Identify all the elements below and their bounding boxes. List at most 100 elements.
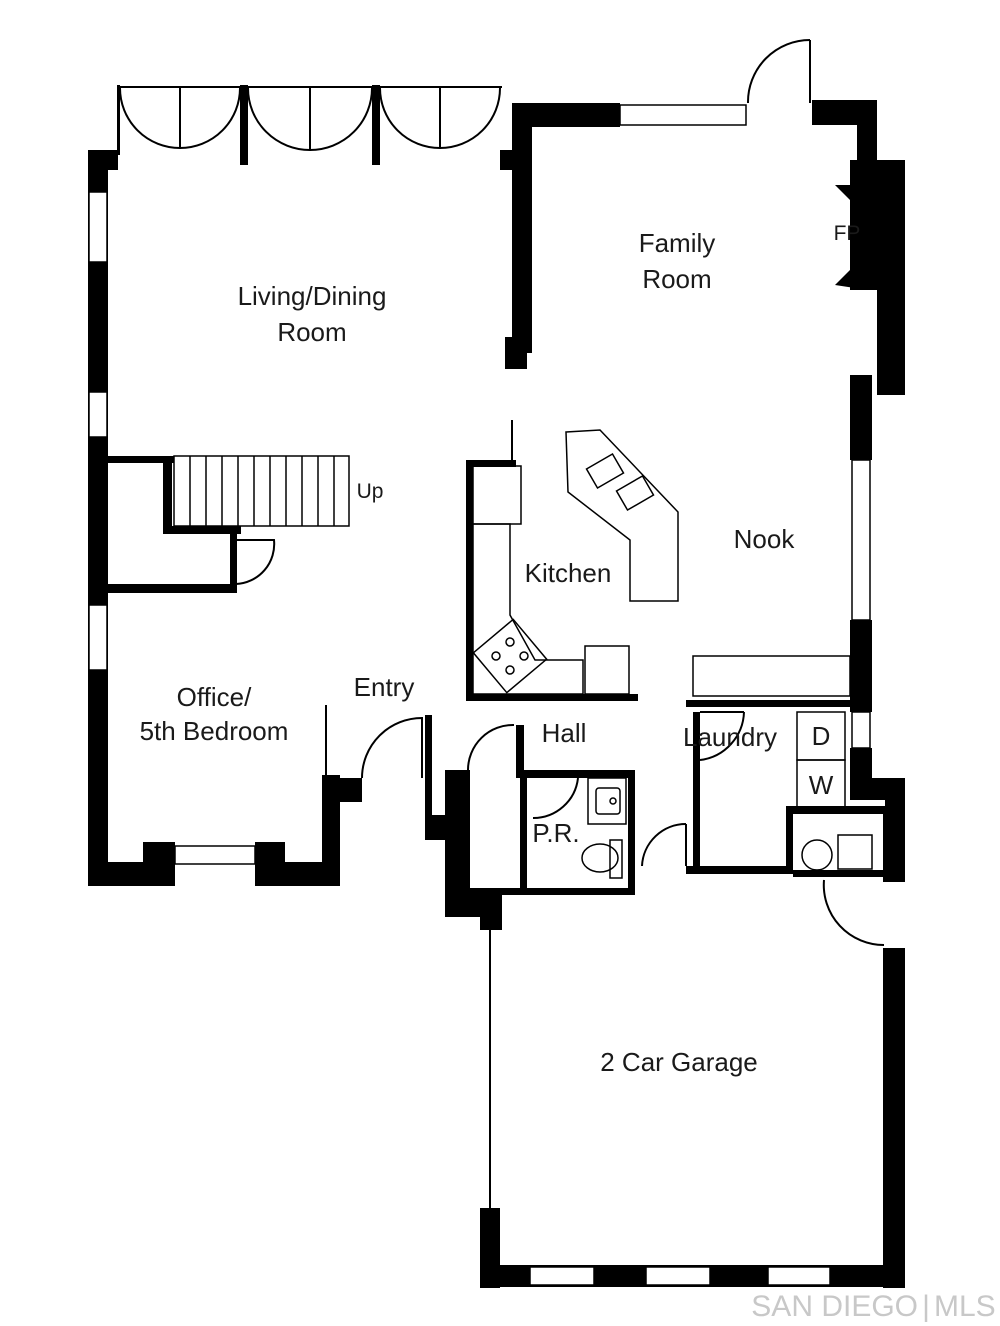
label-kitchen: Kitchen xyxy=(525,558,612,588)
window-garage-south-3 xyxy=(767,1266,831,1286)
watermark-right: MLS xyxy=(934,1290,996,1323)
fireplace-box xyxy=(835,185,868,290)
label-powder-room: P.R. xyxy=(532,818,579,848)
wall-hall-left xyxy=(445,770,470,915)
appliance-washer xyxy=(796,759,846,809)
door-arc-pr xyxy=(532,777,579,820)
nook-counter xyxy=(692,655,851,697)
door-arc-2b xyxy=(309,87,373,151)
room-labels: Living/Dining Room Family Room FP Up Noo… xyxy=(140,222,861,1077)
wall-stair-inner xyxy=(163,456,172,530)
wall-laundry-north xyxy=(686,700,850,707)
kitchen-cabinet-south xyxy=(584,645,630,695)
wall-family-east-mid xyxy=(877,290,905,395)
door-arc-3b xyxy=(439,87,501,149)
door-arc-laundry-north xyxy=(699,711,745,761)
watermark-left: SAN DIEGO xyxy=(751,1290,918,1323)
garage-walls xyxy=(480,808,905,1288)
wall-hall-inner xyxy=(516,725,524,775)
wall-closet-south xyxy=(108,584,232,593)
center-fixtures xyxy=(581,711,873,879)
wall-northwest-corner xyxy=(88,150,118,170)
label-nook: Nook xyxy=(734,524,796,554)
wall-pr-south xyxy=(468,888,633,895)
kitchen-range xyxy=(472,618,548,694)
watermark: SAN DIEGO | MLS xyxy=(751,1290,995,1323)
wall-garage-east xyxy=(883,948,905,1288)
wall-east-upper-garage xyxy=(883,808,905,882)
window-west-1 xyxy=(88,191,108,263)
wall-entry-west xyxy=(425,715,432,820)
wall-laundry-mid-drop xyxy=(786,806,793,874)
kitchen-island xyxy=(565,429,679,602)
window-garage-south-1 xyxy=(529,1266,595,1286)
label-garage: 2 Car Garage xyxy=(600,1047,758,1077)
water-heater xyxy=(801,839,833,871)
label-family-1: Family xyxy=(639,228,716,258)
pr-faucet xyxy=(609,797,617,805)
wall-nook-east xyxy=(850,375,872,460)
label-office-2: 5th Bedroom xyxy=(140,716,289,746)
door-arc-1a xyxy=(119,87,181,150)
label-washer: W xyxy=(809,770,834,800)
wall-stair-landing xyxy=(163,526,241,534)
wall-hall-pillar xyxy=(480,895,502,930)
label-dryer: D xyxy=(812,721,831,751)
label-fireplace: FP xyxy=(834,222,861,245)
wall-north-mullion-2 xyxy=(372,85,380,165)
left-block-walls xyxy=(88,85,530,886)
label-laundry: Laundry xyxy=(683,722,777,752)
door-arc-2a xyxy=(247,87,311,152)
pr-toilet-tank xyxy=(609,839,623,879)
wall-kitchen-south xyxy=(466,694,638,701)
wall-laundry-south xyxy=(686,866,791,874)
label-entry: Entry xyxy=(354,672,415,702)
furnace xyxy=(837,834,873,870)
kitchen-counter-l xyxy=(472,523,584,695)
door-arc-1b xyxy=(179,87,241,149)
window-nook-east xyxy=(851,459,871,621)
door-arc-garage xyxy=(822,879,885,947)
label-living-dining-2: Room xyxy=(277,317,346,347)
burner xyxy=(505,637,515,647)
door-arc-family xyxy=(746,39,811,104)
door-arc-hall xyxy=(467,723,515,771)
burner xyxy=(491,651,501,661)
window-laundry-east xyxy=(851,711,871,749)
door-arc-3a xyxy=(379,87,441,150)
wall-utility-south xyxy=(793,870,885,877)
pr-sink-basin xyxy=(595,787,621,815)
door-arc-laundry xyxy=(641,822,687,867)
label-hall: Hall xyxy=(542,718,587,748)
window-garage-south-2 xyxy=(645,1266,711,1286)
wall-entry-stub xyxy=(330,778,362,802)
label-stairs-up: Up xyxy=(357,480,384,503)
wall-office-south-jog-left xyxy=(143,842,175,886)
wall-office-south-right xyxy=(263,862,325,886)
wall-family-east-upper xyxy=(857,100,877,170)
burner xyxy=(505,665,515,675)
wall-pr-west xyxy=(520,770,527,895)
wall-closet-return xyxy=(230,530,237,593)
door-arc-entry xyxy=(361,716,423,779)
wall-pr-north xyxy=(516,770,633,778)
watermark-separator: | xyxy=(922,1290,930,1323)
label-office-1: Office/ xyxy=(177,682,252,712)
french-doors-north xyxy=(118,86,502,152)
island-sink-2 xyxy=(615,474,655,512)
right-block-walls xyxy=(466,39,905,882)
wall-north-mullion-1 xyxy=(240,85,248,165)
pr-toilet-bowl xyxy=(581,843,619,873)
wall-north-living-stub xyxy=(117,85,120,155)
wall-kitchen-north xyxy=(466,460,516,467)
window-family-north xyxy=(619,104,747,126)
wall-family-west xyxy=(512,103,532,353)
wall-kitchen-west xyxy=(466,460,473,700)
label-living-dining-1: Living/Dining xyxy=(238,281,387,311)
center-walls xyxy=(425,700,885,930)
wall-family-west-stub xyxy=(505,337,527,369)
wall-laundry-west xyxy=(693,712,700,872)
wall-office-east xyxy=(322,775,340,886)
wall-nook-east-lower xyxy=(850,620,872,712)
